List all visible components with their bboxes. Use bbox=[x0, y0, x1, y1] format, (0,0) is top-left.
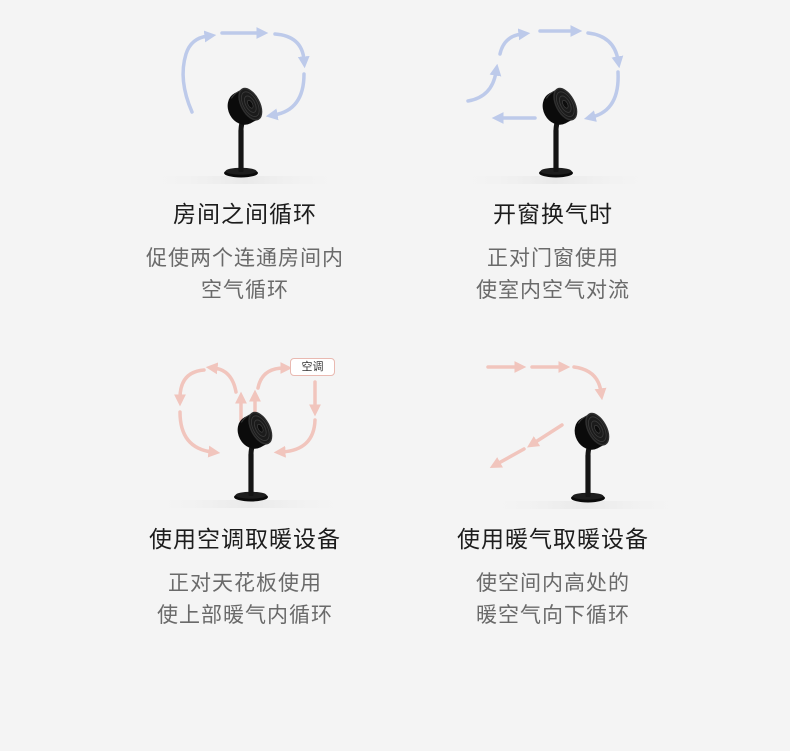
panel-title: 使用空调取暖设备 bbox=[149, 527, 341, 553]
airflow-arrow bbox=[174, 368, 206, 407]
ground-shadow bbox=[145, 500, 355, 508]
airflow-arrow bbox=[583, 70, 620, 122]
airflow-arrow bbox=[205, 362, 238, 394]
panel-window-ventilation: 开窗换气时 正对门窗使用 使室内空气对流 bbox=[403, 200, 703, 310]
panel-title: 开窗换气时 bbox=[493, 202, 613, 228]
panel-description: 使空间内高处的 暖空气向下循环 bbox=[403, 567, 703, 631]
airflow-arrow bbox=[586, 31, 624, 69]
description-line: 正对门窗使用 bbox=[487, 246, 619, 270]
airflow-arrow bbox=[489, 447, 526, 469]
ground-shadow bbox=[450, 176, 660, 184]
airflow-arrow bbox=[273, 32, 310, 69]
airflow-arrows-room-loop bbox=[181, 27, 310, 121]
airflow-arrow bbox=[265, 72, 306, 121]
airflow-arrows-window bbox=[466, 25, 624, 124]
fan-icon bbox=[569, 410, 613, 503]
fan-icon bbox=[232, 409, 276, 502]
airflow-arrow bbox=[178, 410, 221, 458]
air-conditioner-tag: 空调 bbox=[290, 358, 335, 376]
fan-icon bbox=[222, 85, 266, 178]
description-line: 空气循环 bbox=[201, 278, 289, 302]
panel-room-circulation: 房间之间循环 促使两个连通房间内 空气循环 bbox=[95, 200, 395, 310]
airflow-arrow bbox=[526, 423, 564, 448]
panel-ac-heating: 使用空调取暖设备 正对天花板使用 使上部暖气内循环 bbox=[95, 525, 395, 635]
description-line: 正对天花板使用 bbox=[168, 571, 322, 595]
fan-icon bbox=[537, 85, 581, 178]
panel-radiator-heating: 使用暖气取暖设备 使空间内高处的 暖空气向下循环 bbox=[403, 525, 703, 635]
description-line: 促使两个连通房间内 bbox=[146, 246, 344, 270]
description-line: 使室内空气对流 bbox=[476, 278, 630, 302]
airflow-arrow bbox=[466, 63, 502, 103]
airflow-arrow bbox=[572, 365, 607, 401]
panel-description: 正对天花板使用 使上部暖气内循环 bbox=[95, 567, 395, 631]
ground-shadow bbox=[480, 501, 690, 509]
panel-description: 正对门窗使用 使室内空气对流 bbox=[403, 242, 703, 306]
airflow-arrow bbox=[273, 418, 317, 458]
panel-title: 房间之间循环 bbox=[173, 202, 317, 228]
airflow-arrow bbox=[181, 30, 217, 114]
panel-title: 使用暖气取暖设备 bbox=[457, 527, 649, 553]
airflow-arrow bbox=[498, 28, 531, 56]
description-line: 使上部暖气内循环 bbox=[157, 603, 333, 627]
panel-description: 促使两个连通房间内 空气循环 bbox=[95, 242, 395, 306]
airflow-arrow bbox=[256, 362, 293, 390]
airflow-arrows-radiator bbox=[486, 361, 607, 469]
description-line: 暖空气向下循环 bbox=[476, 603, 630, 627]
ground-shadow bbox=[140, 176, 350, 184]
description-line: 使空间内高处的 bbox=[476, 571, 630, 595]
